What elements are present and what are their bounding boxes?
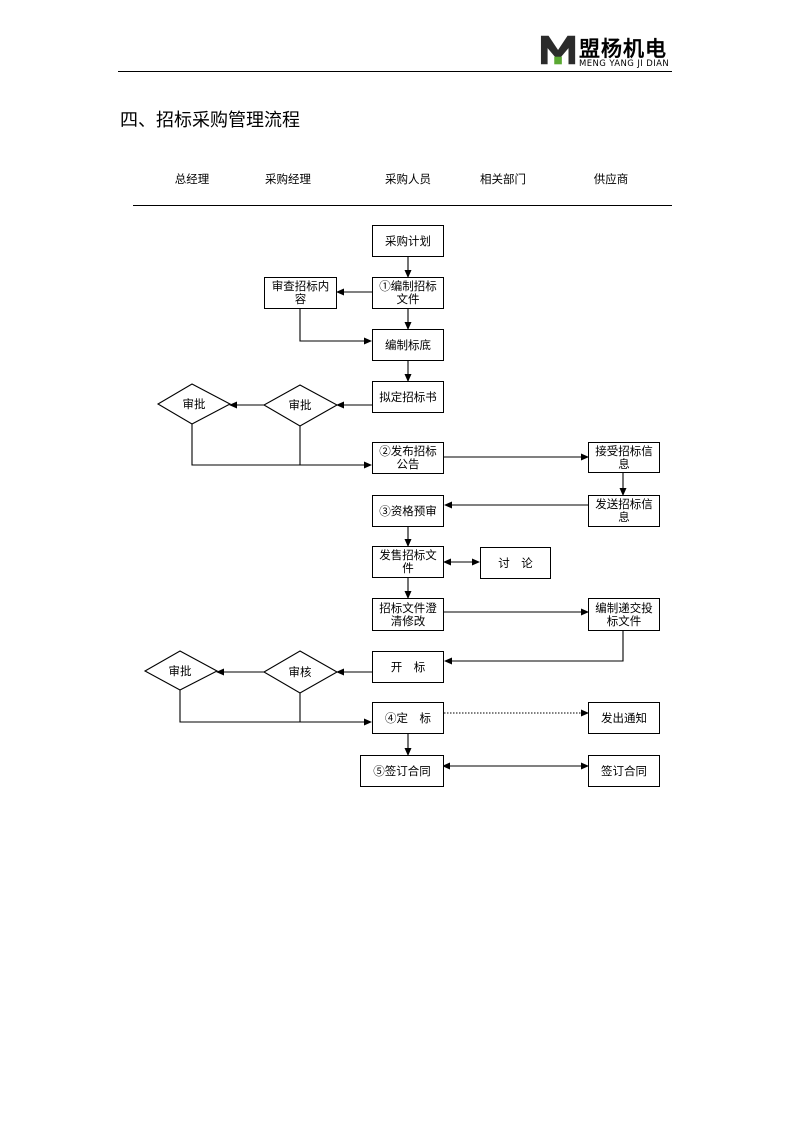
node-receive-info: 接受招标信息 — [588, 442, 660, 473]
node-compile-tender: ①编制招标文件 — [372, 277, 444, 309]
node-approve-gm-2: 审批 — [168, 664, 192, 678]
node-approve-pm-1: 审批 — [288, 398, 312, 412]
node-publish-notice: ②发布招标公告 — [372, 442, 444, 474]
approve-pm-diamond-1 — [262, 384, 339, 427]
my-logo-icon — [540, 35, 576, 65]
column-related-dept: 相关部门 — [480, 172, 526, 186]
node-compile-base: 编制标底 — [372, 329, 444, 361]
node-sell-docs: 发售招标文件 — [372, 546, 444, 578]
node-award: ④定 标 — [372, 702, 444, 734]
node-review-tender: 审查招标内容 — [264, 277, 337, 309]
node-clarify: 招标文件澄清修改 — [372, 598, 444, 631]
approve-gm-diamond-1 — [156, 383, 232, 425]
column-supplier: 供应商 — [593, 172, 629, 186]
node-draft-tender: 拟定招标书 — [372, 381, 444, 413]
node-audit-pm: 审核 — [288, 665, 312, 679]
node-prepare-bid: 编制递交投标文件 — [588, 598, 660, 631]
header-divider — [118, 71, 672, 72]
node-approve-gm-1: 审批 — [182, 397, 206, 411]
brand-name-en: MENG YANG JI DIAN — [579, 59, 670, 69]
audit-pm-diamond — [262, 650, 339, 694]
node-prequalify: ③资格预审 — [372, 495, 444, 527]
node-send-info: 发送招标信息 — [588, 495, 660, 527]
page-title: 四、招标采购管理流程 — [120, 110, 300, 131]
approve-gm-diamond-2 — [143, 650, 219, 691]
column-purchase-manager: 采购经理 — [265, 172, 311, 186]
lane-divider — [133, 205, 672, 206]
node-notify: 发出通知 — [588, 702, 660, 734]
column-general-manager: 总经理 — [174, 172, 210, 186]
node-discuss: 讨 论 — [480, 547, 551, 579]
node-sign-buyer: ⑤签订合同 — [360, 755, 444, 787]
node-open-bid: 开 标 — [372, 651, 444, 683]
node-sign-supplier: 签订合同 — [588, 755, 660, 787]
column-purchaser: 采购人员 — [385, 172, 431, 186]
node-purchase-plan: 采购计划 — [372, 225, 444, 257]
brand-name: 盟杨机电 — [579, 37, 667, 61]
